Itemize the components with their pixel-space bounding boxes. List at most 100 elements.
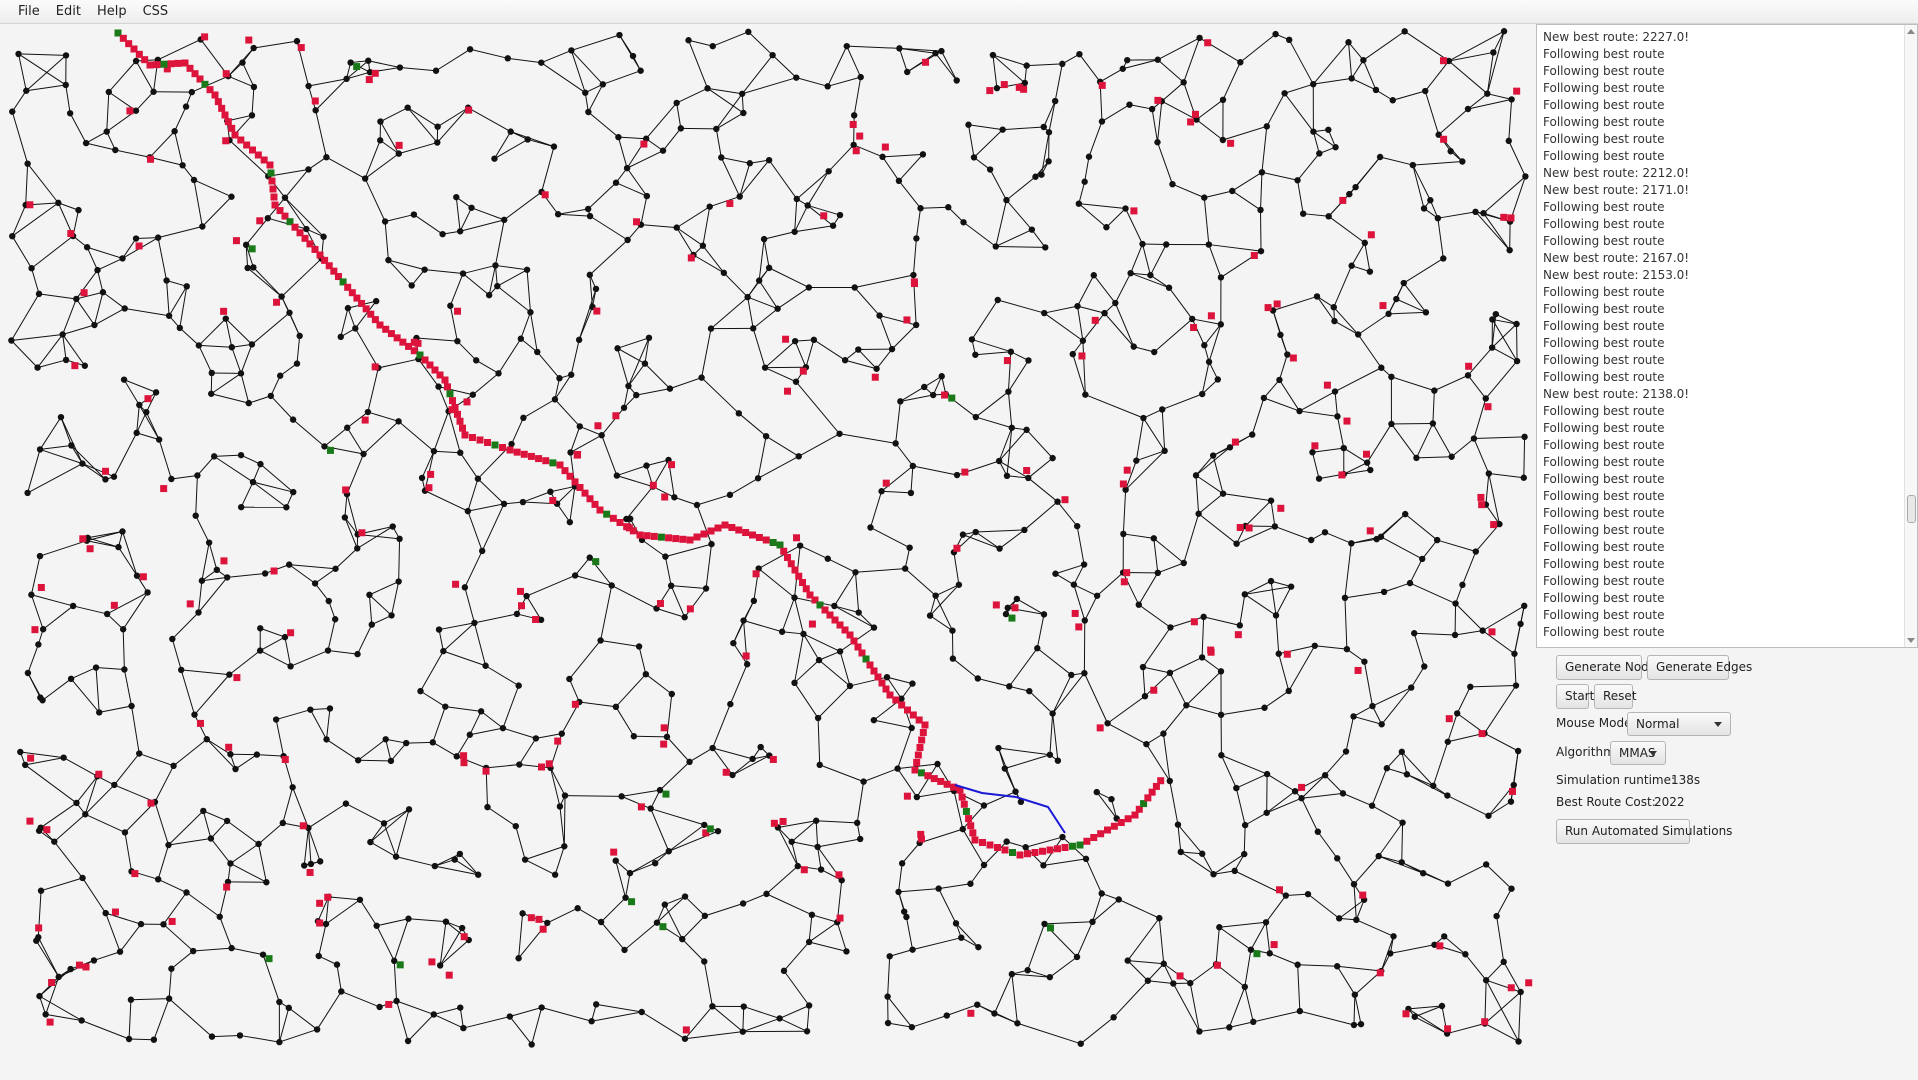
graph-node[interactable] — [461, 584, 469, 591]
graph-node[interactable] — [642, 670, 650, 678]
graph-node[interactable] — [1257, 206, 1264, 214]
graph-node[interactable] — [60, 754, 67, 761]
graph-node[interactable] — [765, 264, 773, 272]
graph-node[interactable] — [312, 107, 319, 114]
graph-node[interactable] — [466, 46, 474, 53]
graph-node[interactable] — [1023, 426, 1030, 434]
graph-node[interactable] — [524, 136, 531, 143]
graph-node[interactable] — [1493, 912, 1500, 920]
graph-node[interactable] — [199, 223, 206, 230]
graph-node[interactable] — [1174, 821, 1182, 828]
graph-node[interactable] — [179, 162, 186, 169]
graph-node[interactable] — [1085, 153, 1093, 160]
graph-node[interactable] — [709, 42, 716, 50]
graph-node[interactable] — [1014, 1020, 1021, 1027]
graph-node[interactable] — [430, 447, 438, 455]
graph-node[interactable] — [1126, 101, 1133, 108]
graph-node[interactable] — [894, 765, 901, 772]
graph-node[interactable] — [1046, 973, 1054, 981]
graph-node[interactable] — [380, 820, 388, 827]
graph-node[interactable] — [132, 57, 140, 65]
graph-node[interactable] — [250, 264, 257, 271]
graph-node[interactable] — [791, 679, 798, 687]
graph-node[interactable] — [94, 266, 101, 274]
graph-node[interactable] — [993, 84, 1001, 92]
graph-node[interactable] — [1068, 671, 1075, 679]
graph-node[interactable] — [972, 351, 979, 358]
graph-node[interactable] — [838, 877, 845, 884]
graph-node[interactable] — [980, 802, 988, 809]
log-panel[interactable]: New best route: 2227.0!Following best ro… — [1536, 24, 1918, 648]
graph-node[interactable] — [1343, 645, 1351, 653]
graph-node[interactable] — [1462, 951, 1469, 958]
graph-node[interactable] — [1156, 914, 1163, 922]
graph-node[interactable] — [1267, 577, 1275, 585]
graph-node[interactable] — [453, 193, 460, 201]
graph-node[interactable] — [210, 453, 218, 460]
graph-node[interactable] — [1482, 395, 1489, 402]
graph-node[interactable] — [395, 578, 402, 585]
graph-node[interactable] — [178, 666, 185, 674]
graph-node[interactable] — [1368, 802, 1376, 809]
graph-node[interactable] — [538, 1004, 545, 1011]
graph-node[interactable] — [35, 641, 42, 648]
graph-node[interactable] — [1378, 364, 1385, 371]
generate-nodes-button[interactable]: Generate Nodes — [1556, 655, 1662, 680]
graph-node[interactable] — [1286, 36, 1293, 44]
graph-node[interactable] — [248, 341, 256, 348]
graph-node[interactable] — [324, 647, 332, 654]
graph-node[interactable] — [1350, 880, 1358, 888]
graph-node[interactable] — [110, 473, 118, 480]
graph-node[interactable] — [285, 561, 293, 568]
graph-node[interactable] — [850, 141, 857, 149]
graph-node[interactable] — [974, 1001, 981, 1008]
graph-node[interactable] — [616, 31, 623, 39]
graph-node[interactable] — [1261, 704, 1268, 711]
graph-node[interactable] — [681, 1035, 689, 1042]
graph-node[interactable] — [895, 177, 903, 185]
graph-node[interactable] — [1250, 1018, 1257, 1026]
graph-node[interactable] — [625, 382, 632, 390]
graph-node[interactable] — [195, 342, 203, 349]
graph-node[interactable] — [1508, 885, 1515, 892]
graph-node[interactable] — [586, 554, 593, 561]
graph-node[interactable] — [435, 383, 442, 390]
graph-node[interactable] — [475, 871, 482, 878]
graph-node[interactable] — [495, 370, 502, 377]
graph-node[interactable] — [168, 475, 175, 483]
graph-node[interactable] — [795, 453, 802, 460]
graph-node[interactable] — [561, 843, 568, 850]
graph-node[interactable] — [290, 488, 297, 496]
graph-node[interactable] — [442, 703, 449, 710]
graph-node[interactable] — [1219, 490, 1227, 497]
graph-node[interactable] — [1041, 309, 1048, 317]
graph-node[interactable] — [1331, 388, 1339, 395]
graph-node[interactable] — [816, 761, 823, 769]
graph-node[interactable] — [1051, 97, 1059, 105]
graph-node[interactable] — [972, 413, 980, 421]
graph-node[interactable] — [935, 885, 942, 892]
graph-node[interactable] — [1520, 474, 1528, 481]
graph-node[interactable] — [103, 610, 111, 618]
graph-node[interactable] — [69, 602, 77, 610]
graph-node[interactable] — [760, 235, 768, 243]
graph-node[interactable] — [1049, 454, 1056, 462]
graph-node[interactable] — [1517, 988, 1524, 996]
graph-node[interactable] — [1108, 795, 1115, 803]
graph-node[interactable] — [1314, 828, 1322, 835]
graph-node[interactable] — [836, 430, 843, 437]
graph-node[interactable] — [1354, 331, 1362, 338]
graph-node[interactable] — [1321, 529, 1329, 536]
graph-node[interactable] — [1316, 150, 1323, 157]
graph-node[interactable] — [776, 1015, 783, 1022]
graph-node[interactable] — [1229, 187, 1236, 195]
graph-node[interactable] — [532, 735, 540, 742]
graph-node[interactable] — [913, 235, 920, 242]
graph-node[interactable] — [432, 67, 440, 74]
graph-node[interactable] — [237, 451, 245, 459]
graph-node[interactable] — [995, 457, 1003, 465]
graph-node[interactable] — [999, 126, 1006, 133]
graph-node[interactable] — [1075, 200, 1083, 207]
graph-node[interactable] — [267, 392, 275, 400]
graph-node[interactable] — [968, 336, 976, 343]
